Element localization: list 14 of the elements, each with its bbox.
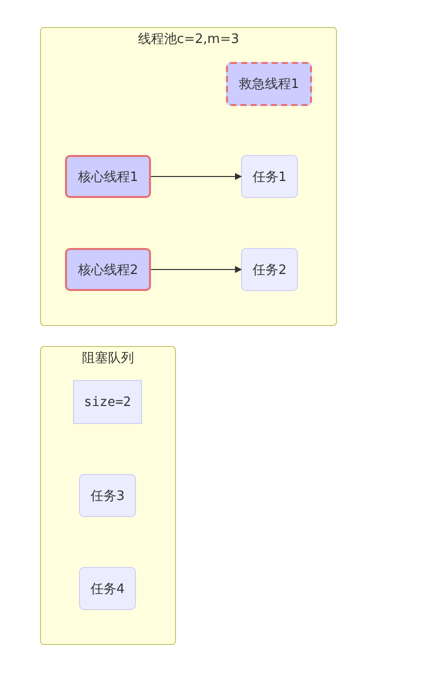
process-box: 任务4 <box>79 567 136 610</box>
process-box: 救急线程1 <box>226 62 312 106</box>
process-box: 核心线程2 <box>65 248 151 291</box>
cluster-title: 线程池c=2,m=3 <box>136 31 240 48</box>
process-box: 核心线程1 <box>65 155 151 198</box>
process-box: 任务3 <box>79 474 136 517</box>
cluster-title: 阻塞队列 <box>81 350 135 367</box>
process-box: 任务1 <box>241 155 298 198</box>
process-box: size=2 <box>73 380 142 424</box>
arrow <box>150 173 242 180</box>
cluster-box <box>40 346 176 645</box>
cluster-box <box>40 27 337 326</box>
arrow <box>150 266 242 273</box>
process-box: 任务2 <box>241 248 298 291</box>
